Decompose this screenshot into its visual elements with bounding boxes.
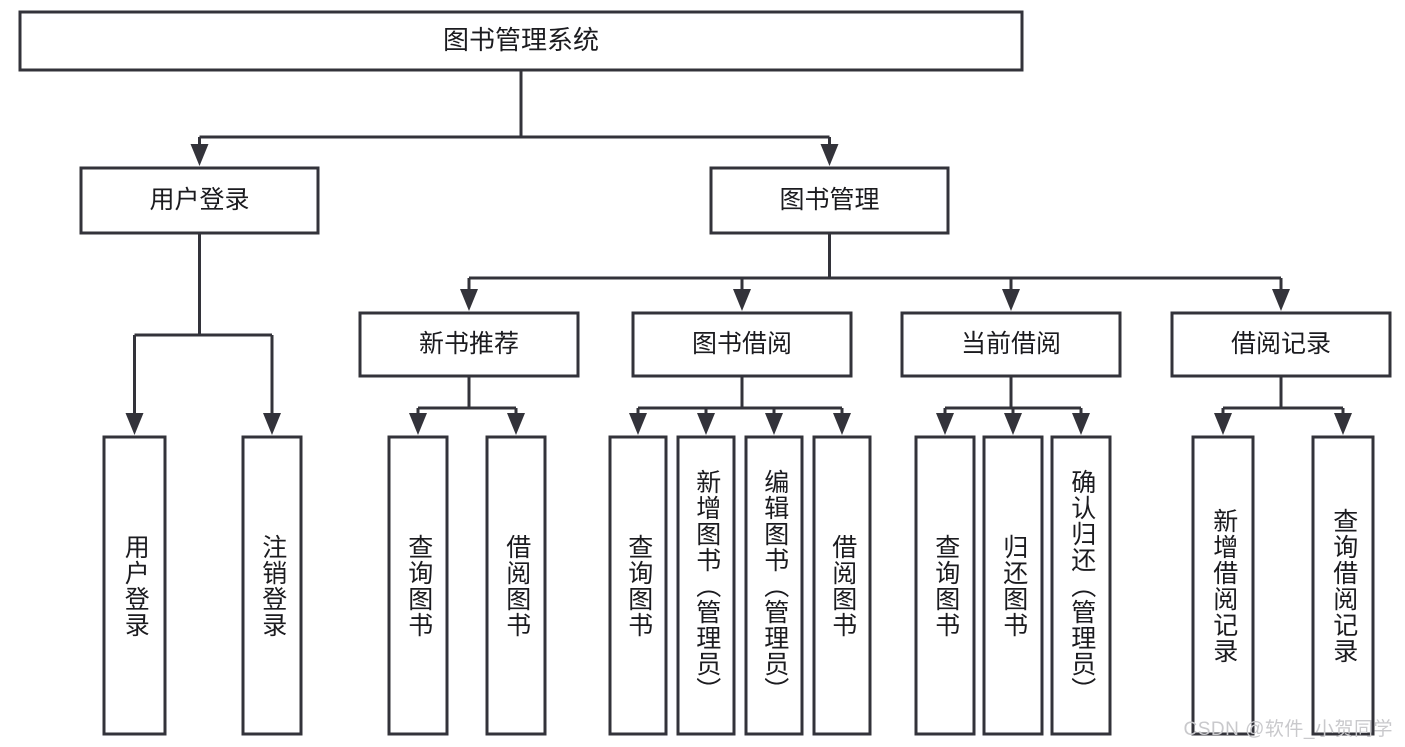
connector-bookmgmt-to-level3 bbox=[460, 233, 1290, 311]
node-cb-query-book[interactable] bbox=[914, 435, 976, 736]
node-label-user-login: 用户登录 bbox=[149, 186, 249, 214]
node-box-user-logout[interactable] bbox=[241, 435, 303, 736]
node-box-bb-borrow-book[interactable] bbox=[812, 435, 872, 736]
node-box-root[interactable] bbox=[18, 10, 1024, 72]
node-cb-return-book[interactable] bbox=[982, 435, 1044, 736]
connector-cb-to-leaves bbox=[936, 376, 1090, 435]
node-borrow-record[interactable]: 借阅记录 bbox=[1170, 311, 1392, 378]
node-bb-borrow-book[interactable] bbox=[812, 435, 872, 736]
node-box-nbr-query-book[interactable] bbox=[387, 435, 449, 736]
node-box-bb-add-book[interactable] bbox=[676, 435, 736, 736]
node-bb-query-book[interactable] bbox=[608, 435, 668, 736]
node-box-book-borrow[interactable] bbox=[631, 311, 853, 378]
node-label-root: 图书管理系统 bbox=[443, 25, 599, 55]
node-current-borrow[interactable]: 当前借阅 bbox=[900, 311, 1122, 378]
node-bb-add-book[interactable] bbox=[676, 435, 736, 736]
node-label-borrow-record: 借阅记录 bbox=[1231, 330, 1331, 358]
node-box-cb-return-book[interactable] bbox=[982, 435, 1044, 736]
node-box-book-management[interactable] bbox=[709, 166, 950, 235]
watermark-label: CSDN @软件_小贺同学 bbox=[1183, 719, 1393, 740]
connector-userlogin-to-leaves bbox=[125, 233, 281, 435]
node-label-book-management: 图书管理 bbox=[779, 186, 879, 214]
node-root[interactable]: 图书管理系统 bbox=[18, 10, 1024, 72]
connector-bb-to-leaves bbox=[629, 376, 851, 435]
node-nbr-query-book[interactable] bbox=[387, 435, 449, 736]
node-box-user-login[interactable] bbox=[79, 166, 320, 235]
node-user-logout[interactable] bbox=[241, 435, 303, 736]
node-cb-confirm-return[interactable] bbox=[1050, 435, 1112, 736]
node-box-new-book-recommend[interactable] bbox=[358, 311, 580, 378]
node-box-user-login-do[interactable] bbox=[102, 435, 167, 736]
node-new-book-recommend[interactable]: 新书推荐 bbox=[358, 311, 580, 378]
node-book-management[interactable]: 图书管理 bbox=[709, 166, 950, 235]
node-box-bb-query-book[interactable] bbox=[608, 435, 668, 736]
node-br-add-record[interactable] bbox=[1191, 435, 1255, 736]
connector-nbr-to-leaves bbox=[409, 376, 525, 435]
node-user-login[interactable]: 用户登录 bbox=[79, 166, 320, 235]
node-label-current-borrow: 当前借阅 bbox=[961, 330, 1061, 358]
connector-root-to-level2 bbox=[190, 70, 839, 166]
connectors-layer bbox=[125, 70, 1352, 435]
node-user-login-do[interactable] bbox=[102, 435, 167, 736]
node-box-bb-edit-book[interactable] bbox=[744, 435, 804, 736]
node-nbr-borrow-book[interactable] bbox=[485, 435, 547, 736]
node-bb-edit-book[interactable] bbox=[744, 435, 804, 736]
node-book-borrow[interactable]: 图书借阅 bbox=[631, 311, 853, 378]
node-box-cb-query-book[interactable] bbox=[914, 435, 976, 736]
connector-br-to-leaves bbox=[1214, 376, 1352, 435]
node-box-br-add-record[interactable] bbox=[1191, 435, 1255, 736]
node-label-book-borrow: 图书借阅 bbox=[692, 330, 792, 358]
node-box-br-query-record[interactable] bbox=[1311, 435, 1375, 736]
node-label-new-book-recommend: 新书推荐 bbox=[419, 330, 519, 358]
node-box-nbr-borrow-book[interactable] bbox=[485, 435, 547, 736]
node-box-current-borrow[interactable] bbox=[900, 311, 1122, 378]
node-br-query-record[interactable] bbox=[1311, 435, 1375, 736]
node-box-borrow-record[interactable] bbox=[1170, 311, 1392, 378]
node-box-cb-confirm-return[interactable] bbox=[1050, 435, 1112, 736]
